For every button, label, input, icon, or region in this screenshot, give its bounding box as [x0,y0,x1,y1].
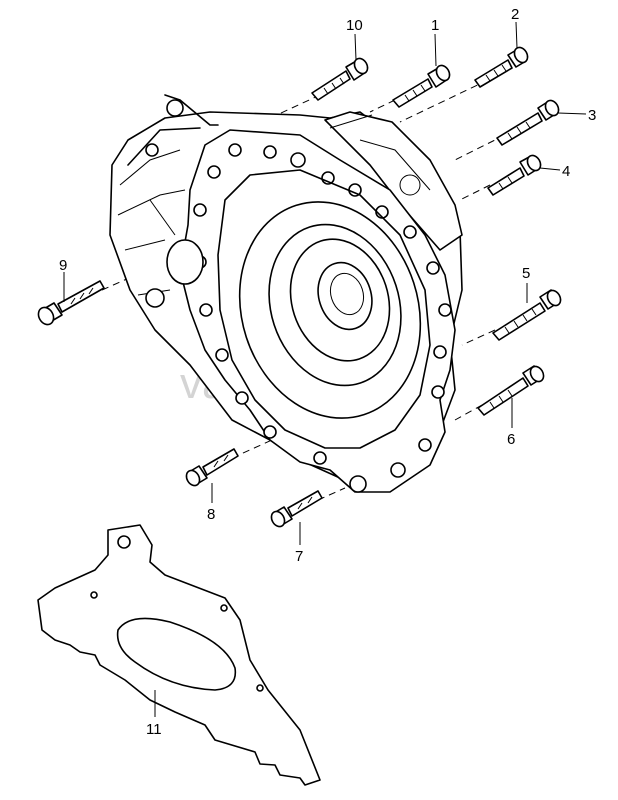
callout-label-9: 9 [59,257,67,274]
bolt-4 [487,154,542,196]
bolt-7 [270,490,323,528]
bolt-10 [311,57,369,101]
callout-label-2: 2 [511,6,519,23]
mounting-hole [256,684,264,692]
mounting-hole [220,604,228,612]
bolt-8 [185,448,239,487]
callout-label-4: 4 [562,163,570,180]
callout-label-7: 7 [295,548,303,565]
callout-label-10: 10 [346,17,363,34]
cover-plate-11 [37,524,321,786]
bolt-5 [492,289,562,341]
mounting-hole [90,591,98,599]
bolt-3 [496,99,560,146]
callout-label-6: 6 [507,431,515,448]
callout-labels: 10 1 2 3 4 5 6 7 8 9 11 [59,6,596,738]
callout-label-5: 5 [522,265,530,282]
bolt-1 [392,64,451,108]
plate-cutout [116,617,237,691]
bolt-6 [477,365,545,416]
bolt-9 [37,280,105,326]
mounting-hole [145,143,159,157]
assembly-guide-lines [101,79,506,501]
callout-label-8: 8 [207,506,215,523]
callout-label-1: 1 [431,17,439,34]
callout-label-3: 3 [588,107,596,124]
callout-leaders [63,21,587,717]
transmission-housing [109,94,463,493]
callout-label-11: 11 [146,721,162,738]
mounting-hole [166,99,184,117]
bolt-2 [474,46,529,88]
mounting-hole [145,288,165,308]
shaft-bore [317,261,373,331]
mounting-hole [117,535,131,549]
